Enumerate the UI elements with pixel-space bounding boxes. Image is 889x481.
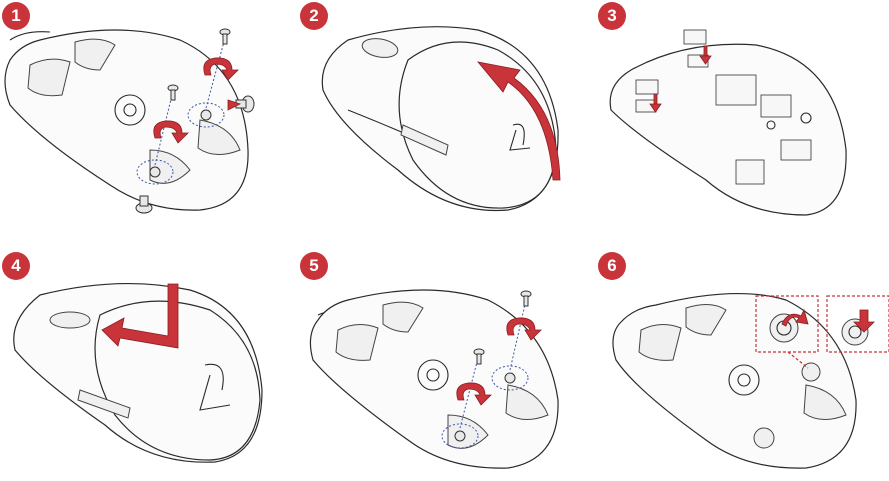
screw-hole-marker-2 bbox=[187, 102, 225, 128]
guide-line-1 bbox=[459, 357, 479, 429]
rog-logo-icon bbox=[509, 123, 531, 151]
screw-icon bbox=[473, 290, 532, 365]
step-4-panel: 4 bbox=[0, 250, 290, 480]
mouse-foot-round bbox=[801, 362, 821, 382]
mouse-foot-front-left bbox=[27, 58, 71, 97]
mouse-open-base bbox=[609, 43, 847, 216]
zoom-connector bbox=[787, 351, 809, 369]
mouse-foot-front-left bbox=[638, 324, 682, 361]
step-6-illustration bbox=[612, 292, 889, 469]
zoom-box-1 bbox=[755, 295, 819, 353]
zoom-detail-1 bbox=[769, 308, 809, 343]
sensor-lens bbox=[123, 103, 137, 117]
mouse-foot-pin-icon bbox=[135, 95, 255, 214]
step-4-badge: 4 bbox=[2, 252, 30, 280]
step-6-panel: 6 bbox=[596, 250, 889, 480]
insert-arrow-icon bbox=[101, 283, 179, 349]
screw-post bbox=[800, 112, 812, 124]
screw-hole-1 bbox=[454, 430, 466, 442]
circuit-component bbox=[735, 159, 765, 185]
zoom-box-2 bbox=[826, 295, 889, 353]
screw-hole-marker-2 bbox=[491, 365, 529, 391]
circuit-component bbox=[715, 74, 757, 106]
step-2-panel: 2 bbox=[298, 0, 588, 230]
screw-icon bbox=[167, 28, 231, 101]
screw-post bbox=[766, 120, 776, 130]
mouse-foot-rear-right bbox=[505, 384, 549, 420]
screw-hole-2 bbox=[504, 372, 516, 384]
sensor-lens bbox=[426, 368, 440, 382]
scroll-wheel bbox=[49, 311, 91, 329]
mouse-foot-front-left bbox=[335, 324, 379, 361]
rog-logo-icon bbox=[199, 363, 231, 411]
lift-arrow-icon bbox=[476, 61, 561, 181]
step-2-badge: 2 bbox=[300, 2, 328, 30]
mouse-foot-rear-right bbox=[803, 384, 847, 420]
rotate-arrow-icon bbox=[456, 317, 542, 406]
sensor-lens bbox=[737, 373, 751, 387]
mouse-foot-front-right bbox=[74, 38, 116, 71]
step-5-illustration bbox=[309, 289, 559, 469]
circuit-component bbox=[780, 139, 812, 161]
scroll-wheel bbox=[361, 38, 399, 58]
screw-hole-marker-1 bbox=[136, 159, 174, 185]
switch-left bbox=[635, 79, 659, 113]
mouse-foot-front-right bbox=[382, 301, 424, 333]
rotate-arrow-icon bbox=[153, 57, 239, 144]
sensor-window bbox=[114, 94, 146, 126]
mouse-foot-round bbox=[753, 427, 775, 449]
step-3-panel: 3 bbox=[596, 0, 886, 230]
guide-line-2 bbox=[205, 37, 226, 109]
side-button bbox=[77, 389, 131, 419]
mouse-bottom-shell bbox=[612, 292, 857, 469]
step-5-badge: 5 bbox=[300, 252, 328, 280]
step-3-badge: 3 bbox=[598, 2, 626, 30]
step-6-badge: 6 bbox=[598, 252, 626, 280]
step-1-illustration bbox=[4, 28, 255, 214]
sensor-window bbox=[728, 364, 760, 396]
zoom-detail-2 bbox=[841, 309, 875, 346]
side-button bbox=[400, 124, 449, 156]
screw-hole-marker-1 bbox=[441, 423, 479, 449]
sensor-window bbox=[417, 359, 449, 391]
step-5-panel: 5 bbox=[298, 250, 588, 480]
mouse-bottom-shell bbox=[4, 29, 249, 211]
step-3-illustration bbox=[609, 29, 847, 216]
insert-arrow-icon bbox=[649, 45, 712, 113]
step-1-panel: 1 bbox=[0, 0, 290, 230]
screw-hole-1 bbox=[149, 166, 161, 178]
step-4-illustration bbox=[13, 283, 263, 463]
mouse-bottom-shell bbox=[309, 289, 559, 469]
step-2-illustration bbox=[321, 26, 561, 212]
guide-line-1 bbox=[154, 94, 173, 166]
mouse-foot-rear-left bbox=[149, 149, 191, 184]
cable bbox=[9, 31, 51, 41]
circuit-component bbox=[760, 94, 792, 118]
mouse-foot-front-right bbox=[685, 304, 727, 336]
step-1-badge: 1 bbox=[2, 2, 30, 30]
screw-hole-2 bbox=[200, 109, 212, 121]
